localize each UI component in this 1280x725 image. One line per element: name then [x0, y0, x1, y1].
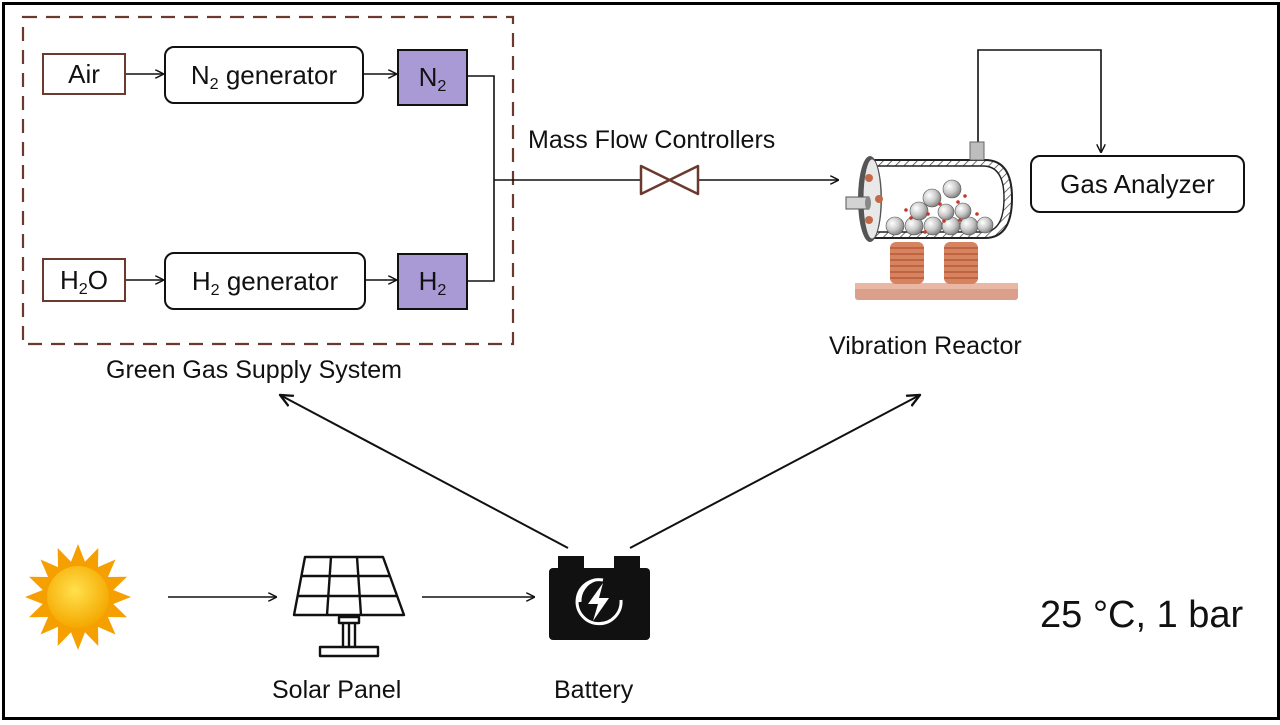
n2-outlet-line — [468, 75, 495, 180]
supply-system-title: Green Gas Supply System — [106, 356, 402, 384]
solar-panel-icon — [292, 555, 406, 658]
h2-output-box: H2 — [397, 253, 468, 310]
h2-label: H2 — [418, 266, 447, 299]
battery-icon — [549, 556, 650, 640]
valve-icon — [639, 164, 700, 196]
vibration-reactor-label: Vibration Reactor — [829, 332, 1022, 360]
arrow-battery-to-supply — [280, 395, 569, 549]
battery-label: Battery — [554, 676, 634, 704]
conditions-label: 25 °C, 1 bar — [1040, 594, 1244, 636]
n2-output-box: N2 — [397, 49, 468, 106]
h2-generator-label: H2 generator — [191, 265, 339, 299]
n2-generator-label: N2 generator — [190, 59, 338, 93]
vibration-reactor-icon — [845, 141, 1018, 300]
water-source-box: H2O — [42, 258, 126, 302]
reactor-to-analyzer-line — [977, 49, 1101, 152]
n2-generator-box: N2 generator — [164, 46, 364, 104]
h2-outlet-line — [468, 180, 495, 282]
solar-panel-label: Solar Panel — [272, 676, 402, 704]
sun-disc — [47, 566, 109, 628]
sun-icon — [25, 544, 131, 650]
arrow-battery-to-reactor — [629, 395, 920, 549]
air-source-box: Air — [42, 53, 126, 95]
mass-flow-controllers-label: Mass Flow Controllers — [528, 126, 776, 154]
gas-analyzer-box: Gas Analyzer — [1030, 155, 1245, 213]
water-label: H2O — [60, 264, 108, 298]
n2-label: N2 — [418, 62, 447, 95]
air-label: Air — [68, 58, 100, 89]
h2-generator-box: H2 generator — [164, 252, 366, 310]
gas-analyzer-label: Gas Analyzer — [1060, 168, 1215, 199]
